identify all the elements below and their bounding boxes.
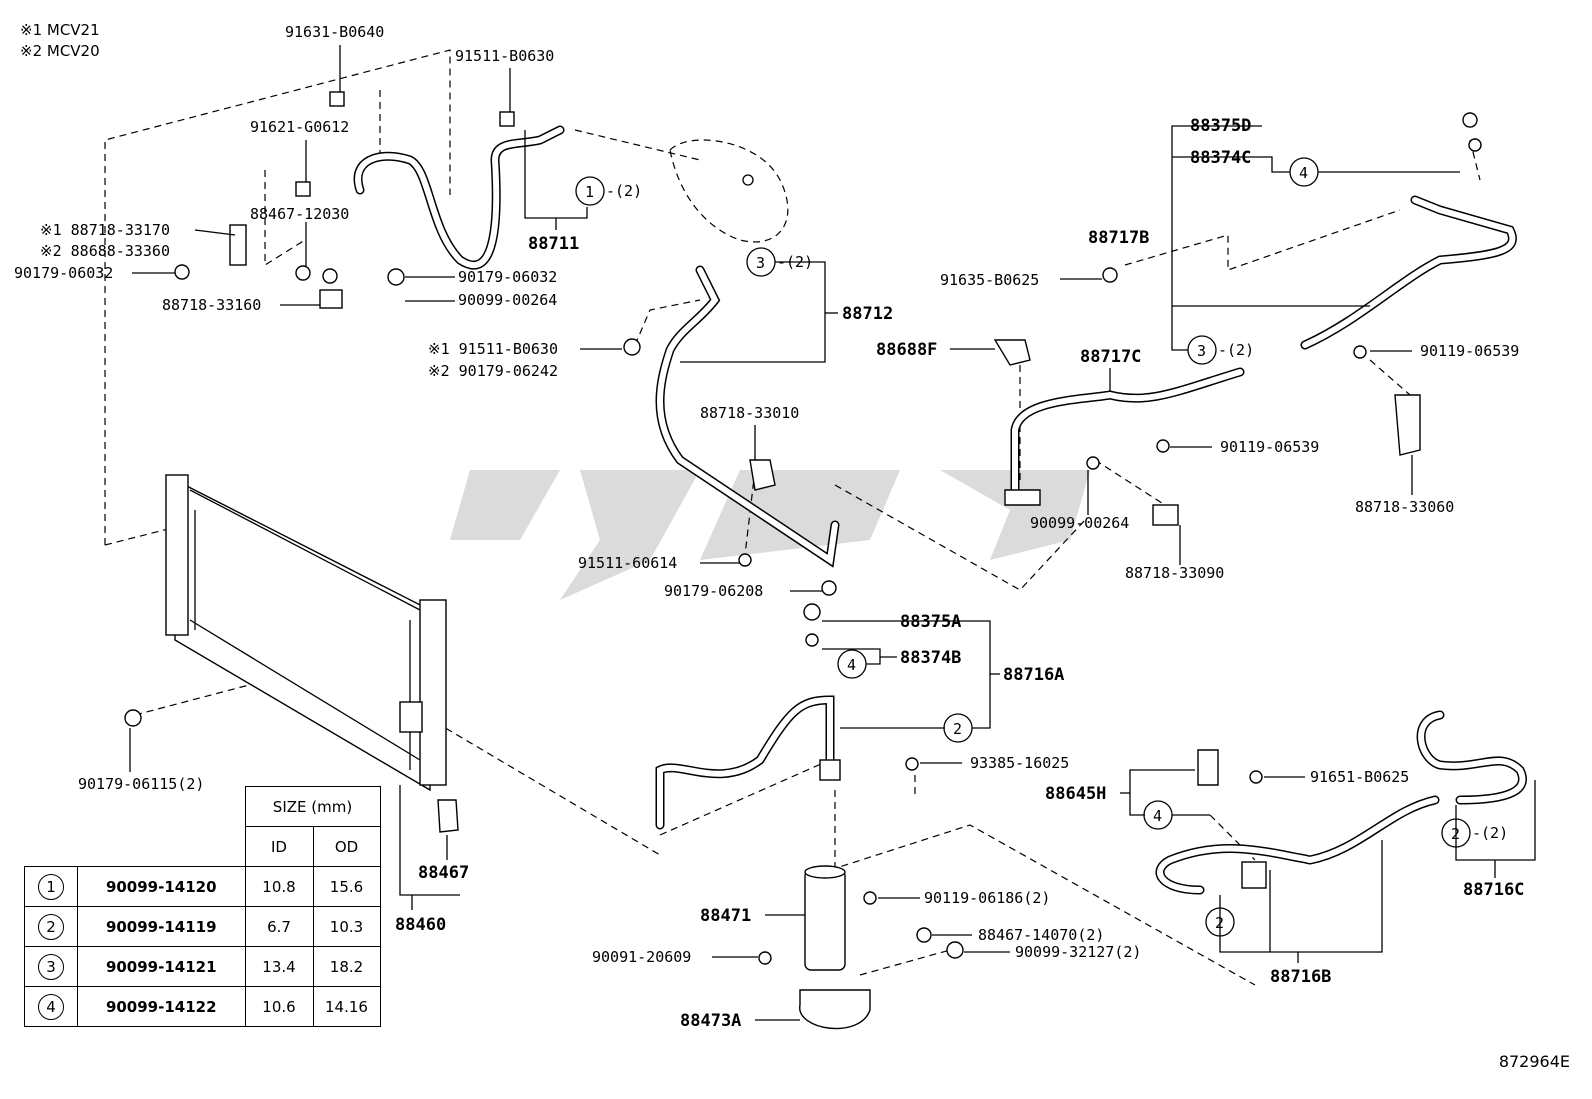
row-id: 13.4 xyxy=(244,946,314,987)
part-label: 88718-33010 xyxy=(700,404,799,422)
callout-number: 4 xyxy=(1299,164,1308,182)
part-label: ※2 90179-06242 xyxy=(428,362,558,380)
callout-qty: -(2) xyxy=(606,182,642,200)
row-od: 18.2 xyxy=(312,946,381,987)
legend-mcv20: ※2 MCV20 xyxy=(20,42,100,60)
callout-number: 2 xyxy=(953,720,962,738)
condenser xyxy=(165,474,447,792)
part-label: 88718-33090 xyxy=(1125,564,1224,582)
table-row: 3 90099-14121 13.4 18.2 xyxy=(24,946,381,987)
col-od: OD xyxy=(312,826,381,867)
part-label: 90179-06032 xyxy=(458,268,557,286)
part-label: 88711 xyxy=(528,234,579,254)
part-label: 91621-G0612 xyxy=(250,118,349,136)
row-number: 3 xyxy=(38,953,64,980)
row-part: 90099-14122 xyxy=(77,986,246,1027)
part-label: 88645H xyxy=(1045,784,1106,804)
row-number: 1 xyxy=(38,873,64,900)
part-label: 88374B xyxy=(900,648,961,668)
part-label: 88717B xyxy=(1088,228,1149,248)
model-legend: ※1 MCV21 ※2 MCV20 xyxy=(20,20,100,62)
part-label: 90099-00264 xyxy=(1030,514,1129,532)
callout-number: 1 xyxy=(585,183,594,201)
part-label: 90091-20609 xyxy=(592,948,691,966)
part-label: 88717C xyxy=(1080,347,1141,367)
part-label: 88471 xyxy=(700,906,751,926)
callout-number: 3 xyxy=(756,254,765,272)
callout-qty: -(2) xyxy=(1472,824,1508,842)
row-part: 90099-14120 xyxy=(77,866,246,907)
part-label: 88375D xyxy=(1190,116,1251,136)
part-numbers: 91631-B0640 91511-B0630 91621-G0612 8846… xyxy=(14,23,1524,1031)
row-od: 10.3 xyxy=(312,906,381,947)
part-label: 88712 xyxy=(842,304,893,324)
table-row: 1 90099-14120 10.8 15.6 xyxy=(24,866,381,907)
row-id: 10.6 xyxy=(244,986,314,1027)
part-label: 88460 xyxy=(395,915,446,935)
receiver-drier xyxy=(799,865,871,1030)
part-label: 88374C xyxy=(1190,148,1251,168)
solid-leaders xyxy=(129,45,1536,1021)
part-label: 88467-12030 xyxy=(250,205,349,223)
row-part: 90099-14121 xyxy=(77,946,246,987)
part-label: 88375A xyxy=(900,612,961,632)
callout-number: 4 xyxy=(847,656,856,674)
callout-qty: -(2) xyxy=(777,253,813,271)
legend-mcv21: ※1 MCV21 xyxy=(20,21,100,39)
row-id: 6.7 xyxy=(244,906,314,947)
part-label: 91651-B0625 xyxy=(1310,768,1409,786)
row-number: 2 xyxy=(38,913,64,940)
part-label: 88716A xyxy=(1003,665,1064,685)
size-header: SIZE (mm) xyxy=(244,786,381,827)
row-number: 4 xyxy=(38,993,64,1020)
refrigerant-lines xyxy=(353,125,1527,895)
row-od: 14.16 xyxy=(312,986,381,1027)
part-label: 91511-B0630 xyxy=(455,47,554,65)
callout-number: 3 xyxy=(1197,342,1206,360)
row-part: 90099-14119 xyxy=(77,906,246,947)
circled-callouts: 1 -(2) 3 -(2) 3 -(2) 4 4 2 4 2 -(2) 2 xyxy=(575,157,1508,937)
part-label: 88467 xyxy=(418,863,469,883)
diagram-reference-code: 872964E xyxy=(1498,1052,1570,1071)
part-label: 91635-B0625 xyxy=(940,271,1039,289)
part-label: 88467-14070(2) xyxy=(978,926,1104,944)
part-label: ※1 91511-B0630 xyxy=(428,340,558,358)
part-label: 90099-32127(2) xyxy=(1015,943,1141,961)
part-label: 93385-16025 xyxy=(970,754,1069,772)
part-label: 88716C xyxy=(1463,880,1524,900)
part-label: 90179-06115(2) xyxy=(78,775,204,793)
table-row: 2 90099-14119 6.7 10.3 xyxy=(24,906,381,947)
table-row: 4 90099-14122 10.6 14.16 xyxy=(24,986,381,1027)
part-label: 90179-06032 xyxy=(14,264,113,282)
row-od: 15.6 xyxy=(312,866,381,907)
callout-qty: -(2) xyxy=(1218,341,1254,359)
compressor xyxy=(669,139,789,243)
callout-number: 2 xyxy=(1451,825,1460,843)
part-label: 88688F xyxy=(876,340,937,360)
part-label: 91511-60614 xyxy=(578,554,677,572)
part-label: 90099-00264 xyxy=(458,291,557,309)
col-id: ID xyxy=(244,826,314,867)
part-label: 88718-33060 xyxy=(1355,498,1454,516)
part-label: 88473A xyxy=(680,1011,741,1031)
part-label: ※1 88718-33170 xyxy=(40,221,170,239)
part-label: 91631-B0640 xyxy=(285,23,384,41)
part-label: ※2 88688-33360 xyxy=(40,242,170,260)
part-label: 90179-06208 xyxy=(664,582,763,600)
row-id: 10.8 xyxy=(244,866,314,907)
callout-number: 4 xyxy=(1153,807,1162,825)
callout-number: 2 xyxy=(1215,914,1224,932)
part-label: 88718-33160 xyxy=(162,296,261,314)
part-label: 90119-06186(2) xyxy=(924,889,1050,907)
brackets-and-fasteners xyxy=(124,91,1482,965)
part-label: 88716B xyxy=(1270,967,1331,987)
watermark-logo xyxy=(450,470,1090,600)
part-label: 90119-06539 xyxy=(1420,342,1519,360)
part-label: 90119-06539 xyxy=(1220,438,1319,456)
hose-size-table: SIZE (mm) ID OD 1 90099-14120 10.8 15.6 … xyxy=(24,786,381,1027)
